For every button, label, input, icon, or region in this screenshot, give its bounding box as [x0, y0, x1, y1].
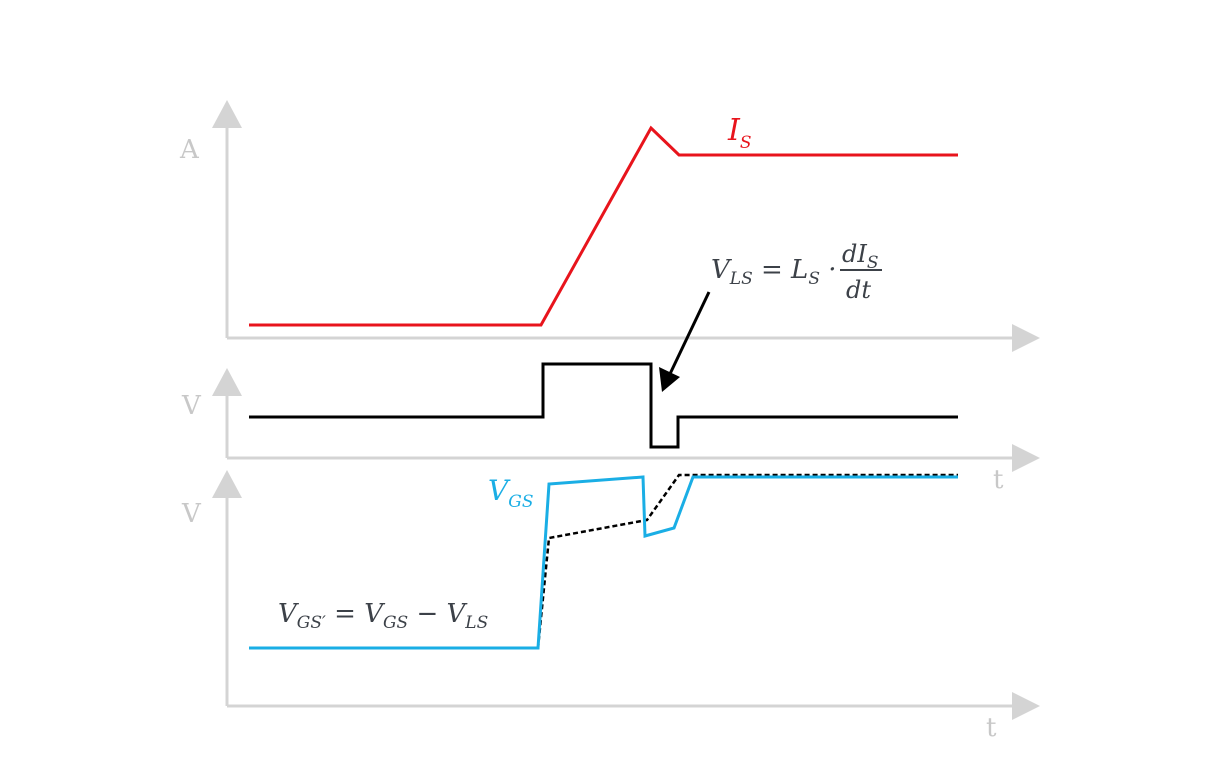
vls-eq-denominator: dt: [846, 276, 871, 304]
vgs-label: VGS: [488, 474, 533, 512]
vgsp-eq-minus-v: − V: [408, 599, 467, 629]
vls-equation: VLS = LS · dIS dt: [711, 240, 882, 304]
top-y-axis-label: A: [179, 135, 200, 165]
vls-eq-numerator-sub: S: [867, 253, 879, 273]
vls-eq-l-sub: S: [808, 269, 820, 289]
top-x-arrowhead: [1012, 324, 1040, 352]
vls-pointer-arrowhead: [659, 367, 680, 392]
vgsp-eq-gs-sub: GS: [383, 613, 408, 633]
current-is-label: IS: [727, 113, 752, 153]
mid-x-axis-label: t: [993, 465, 1004, 495]
vls-trace: [249, 362, 958, 449]
bot-y-arrowhead: [212, 470, 242, 498]
current-is-label-sub: S: [740, 133, 752, 153]
vls-eq-equals-l: = L: [753, 255, 809, 285]
vls-eq-v: V: [711, 255, 732, 285]
vgs-label-main: V: [488, 474, 511, 507]
bot-x-axis-label: t: [986, 713, 997, 743]
mid-x-arrowhead: [1012, 444, 1040, 472]
svg-text:dIS: dIS: [842, 240, 879, 273]
mid-y-axis-label: V: [181, 391, 202, 421]
current-is-label-main: I: [727, 113, 741, 148]
bot-y-axis-label: V: [181, 499, 202, 529]
mid-axes: [212, 368, 1040, 472]
vgs-prime-equation: VGS′ = VGS − VLS: [278, 599, 488, 633]
vgs-trace: [249, 475, 958, 650]
mid-y-arrowhead: [212, 368, 242, 396]
vgsp-eq-v-sub: GS′: [297, 613, 326, 633]
bot-x-arrowhead: [1012, 692, 1040, 720]
current-is-trace: [249, 125, 958, 327]
vls-pointer-line: [667, 291, 711, 377]
vgsp-eq-equals-v: = V: [326, 599, 385, 629]
vls-eq-v-sub: LS: [729, 269, 753, 289]
svg-text:VLS = LS ·: VLS = LS ·: [711, 255, 837, 289]
top-axes: [212, 100, 1040, 352]
bot-axes: [212, 470, 1040, 720]
top-y-arrowhead: [212, 100, 242, 128]
vls-eq-dot: ·: [820, 255, 837, 285]
vgs-label-sub: GS: [508, 492, 533, 512]
vgsp-eq-v: V: [278, 599, 299, 629]
vgsp-eq-ls-sub: LS: [464, 613, 488, 633]
vls-eq-numerator: dI: [842, 240, 867, 268]
